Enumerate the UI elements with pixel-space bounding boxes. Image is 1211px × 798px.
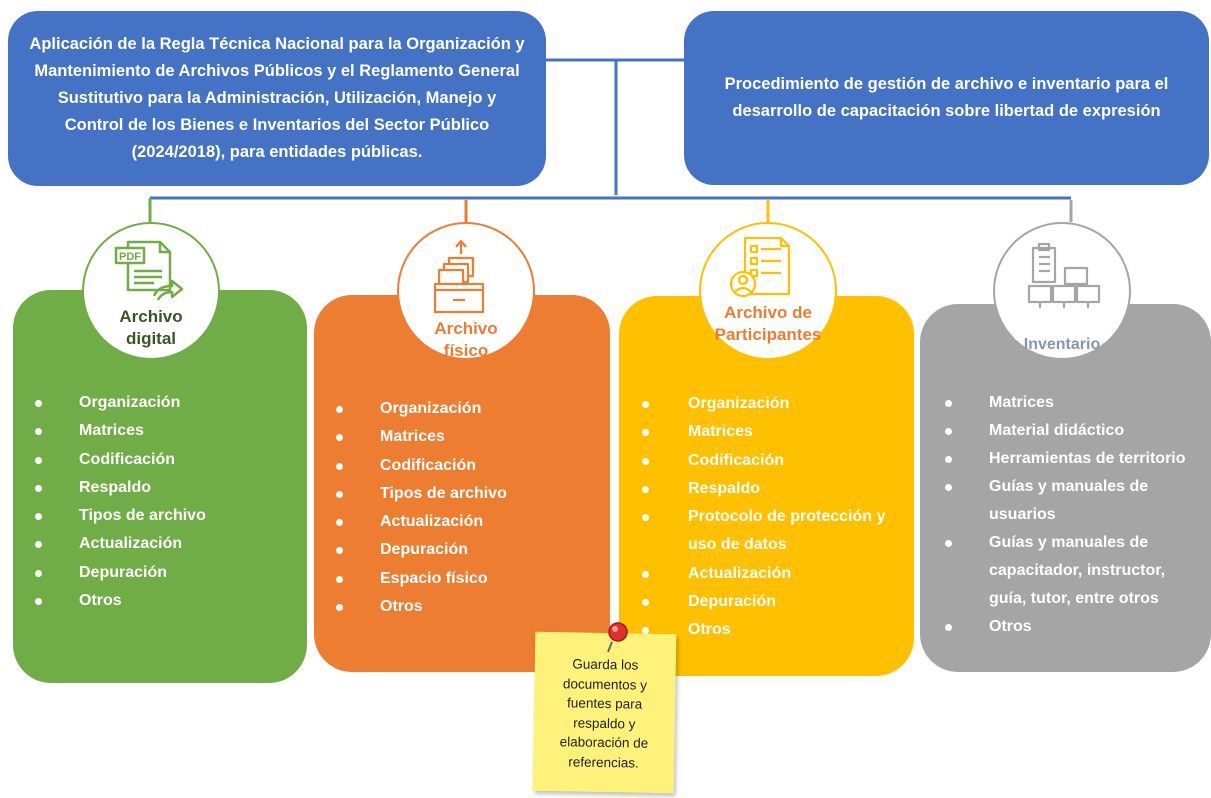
list-archivo-fisico: Organización Matrices Codificación Tipos… (334, 395, 604, 621)
list-item: Otros (640, 616, 910, 644)
list-item: Tipos de archivo (33, 502, 303, 530)
title-archivo-fisico: Archivo físico (434, 319, 498, 360)
circle-archivo-digital: PDF Archivo digital (82, 222, 220, 360)
list-item: Espacio físico (334, 565, 604, 593)
list-item: Matrices (334, 423, 604, 451)
main-regulation-box: Aplicación de la Regla Técnica Nacional … (8, 11, 546, 186)
title-archivo-digital: Archivo digital (119, 307, 183, 348)
list-item: Organización (33, 389, 303, 417)
list-item: Actualización (640, 560, 910, 588)
circle-archivo-participantes: Archivo de Participantes (699, 222, 837, 360)
list-item: Depuración (334, 536, 604, 564)
card-inventario (920, 304, 1211, 672)
list-item: Matrices (33, 417, 303, 445)
list-item: Actualización (33, 530, 303, 558)
list-inventario: Matrices Material didáctico Herramientas… (943, 389, 1203, 641)
list-item: Organización (640, 390, 910, 418)
list-item: Respaldo (33, 474, 303, 502)
svg-text:PDF: PDF (119, 251, 141, 263)
list-item: Codificación (334, 452, 604, 480)
pdf-file-share-icon: PDF (114, 240, 184, 301)
list-item: Otros (943, 613, 1203, 641)
list-archivo-digital: Organización Matrices Codificación Respa… (33, 389, 303, 615)
sticky-note-text: Guarda los documentos y fuentes para res… (559, 656, 649, 771)
list-item: Guías y manuales de usuarios (943, 473, 1203, 529)
list-item: Material didáctico (943, 417, 1203, 445)
list-item: Codificación (640, 447, 910, 475)
list-item: Codificación (33, 446, 303, 474)
title-archivo-participantes: Archivo de Participantes (714, 303, 822, 344)
list-item: Otros (334, 593, 604, 621)
title-inventario: Inventario (1023, 336, 1101, 353)
list-item: Tipos de archivo (334, 480, 604, 508)
inventory-boxes-icon (1027, 242, 1101, 308)
list-item: Guías y manuales de capacitador, instruc… (943, 529, 1203, 613)
main-regulation-text: Aplicación de la Regla Técnica Nacional … (29, 35, 525, 161)
list-item: Herramientas de territorio (943, 445, 1203, 473)
participant-document-icon (729, 236, 791, 298)
pushpin-icon (607, 622, 628, 653)
list-item: Otros (33, 587, 303, 615)
list-item: Organización (334, 395, 604, 423)
procedure-box: Procedimiento de gestión de archivo e in… (684, 11, 1209, 185)
list-item: Respaldo (640, 475, 910, 503)
archive-box-icon (433, 239, 485, 314)
circle-inventario: Inventario (993, 222, 1131, 360)
list-item: Actualización (334, 508, 604, 536)
circle-archivo-fisico: Archivo físico (397, 222, 535, 360)
procedure-text: Procedimiento de gestión de archivo e in… (724, 75, 1169, 120)
list-item: Matrices (943, 389, 1203, 417)
list-item: Matrices (640, 418, 910, 446)
list-archivo-participantes: Organización Matrices Codificación Respa… (640, 390, 910, 645)
list-item: Protocolo de protección y uso de datos (640, 503, 910, 560)
list-item: Depuración (33, 559, 303, 587)
list-item: Depuración (640, 588, 910, 616)
